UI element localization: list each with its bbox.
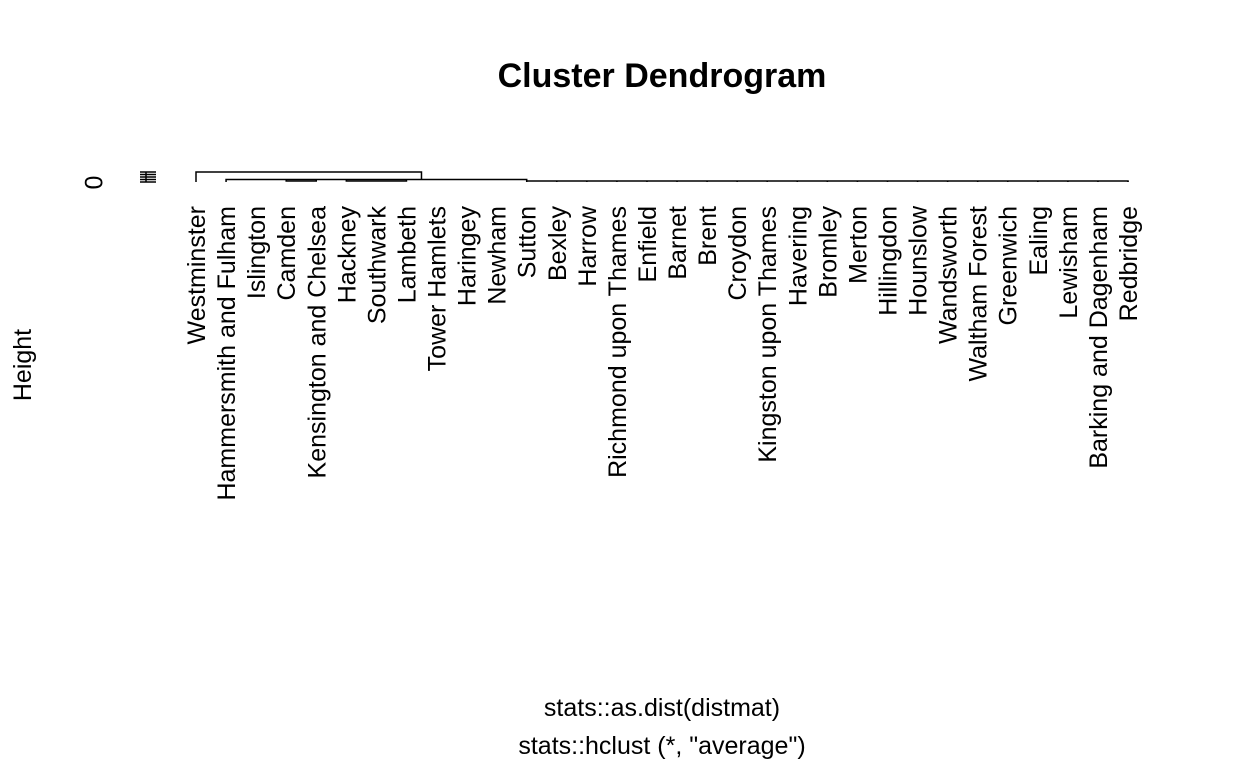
leaf-label: Ealing <box>1025 206 1053 276</box>
chart-title: Cluster Dendrogram <box>497 57 827 95</box>
y-tick-label: 0 <box>80 175 109 190</box>
leaf-label: Waltham Forest <box>965 206 993 382</box>
leaf-label: Barnet <box>664 206 692 280</box>
leaf-label: Bexley <box>544 206 572 282</box>
leaf-label: Hammersmith and Fulham <box>213 206 241 501</box>
leaf-label: Enfield <box>634 206 662 282</box>
dendrogram-branch <box>345 179 408 182</box>
x-axis-label: stats::as.dist(distmat) <box>543 694 781 722</box>
leaf-label: Kensington and Chelsea <box>303 206 331 479</box>
leaf-label: Camden <box>273 206 301 301</box>
leaf-label: Merton <box>844 206 872 284</box>
leaf-label: Hackney <box>333 206 361 304</box>
leaf-label: Croydon <box>724 206 752 301</box>
leaf-label: Havering <box>784 206 812 306</box>
dendrogram-root-branch <box>195 171 423 182</box>
leaf-label: Islington <box>243 206 271 299</box>
leaf-label: Tower Hamlets <box>424 206 452 371</box>
leaf-label: Kingston upon Thames <box>754 206 782 463</box>
leaf-label: Bromley <box>814 206 842 298</box>
leaf-label: Greenwich <box>995 206 1023 326</box>
leaf-label: Lewisham <box>1055 206 1083 319</box>
leaf-label: Richmond upon Thames <box>604 206 632 478</box>
leaf-label: Barking and Dagenham <box>1085 206 1113 469</box>
leaf-label: Hounslow <box>905 205 933 316</box>
chart-subtitle: stats::hclust (*, "average") <box>518 732 806 760</box>
leaf-label: Lambeth <box>393 206 421 303</box>
leaf-label: Wandsworth <box>935 206 963 344</box>
leaf-label: Redbridge <box>1115 206 1143 321</box>
leaf-label: Westminster <box>183 206 211 344</box>
dendrogram-branch <box>285 179 318 182</box>
y-axis <box>140 171 156 183</box>
y-axis-label: Height <box>9 328 37 402</box>
dendrogram-tree <box>195 171 1129 182</box>
leaf-label: Newham <box>484 206 512 305</box>
leaf-label: Southwark <box>363 206 391 325</box>
leaf-label: Brent <box>694 206 722 266</box>
leaf-label: Sutton <box>514 206 542 278</box>
leaf-label: Harrow <box>574 205 602 287</box>
leaf-label: Haringey <box>454 206 482 307</box>
leaf-label: Hillingdon <box>874 206 902 316</box>
